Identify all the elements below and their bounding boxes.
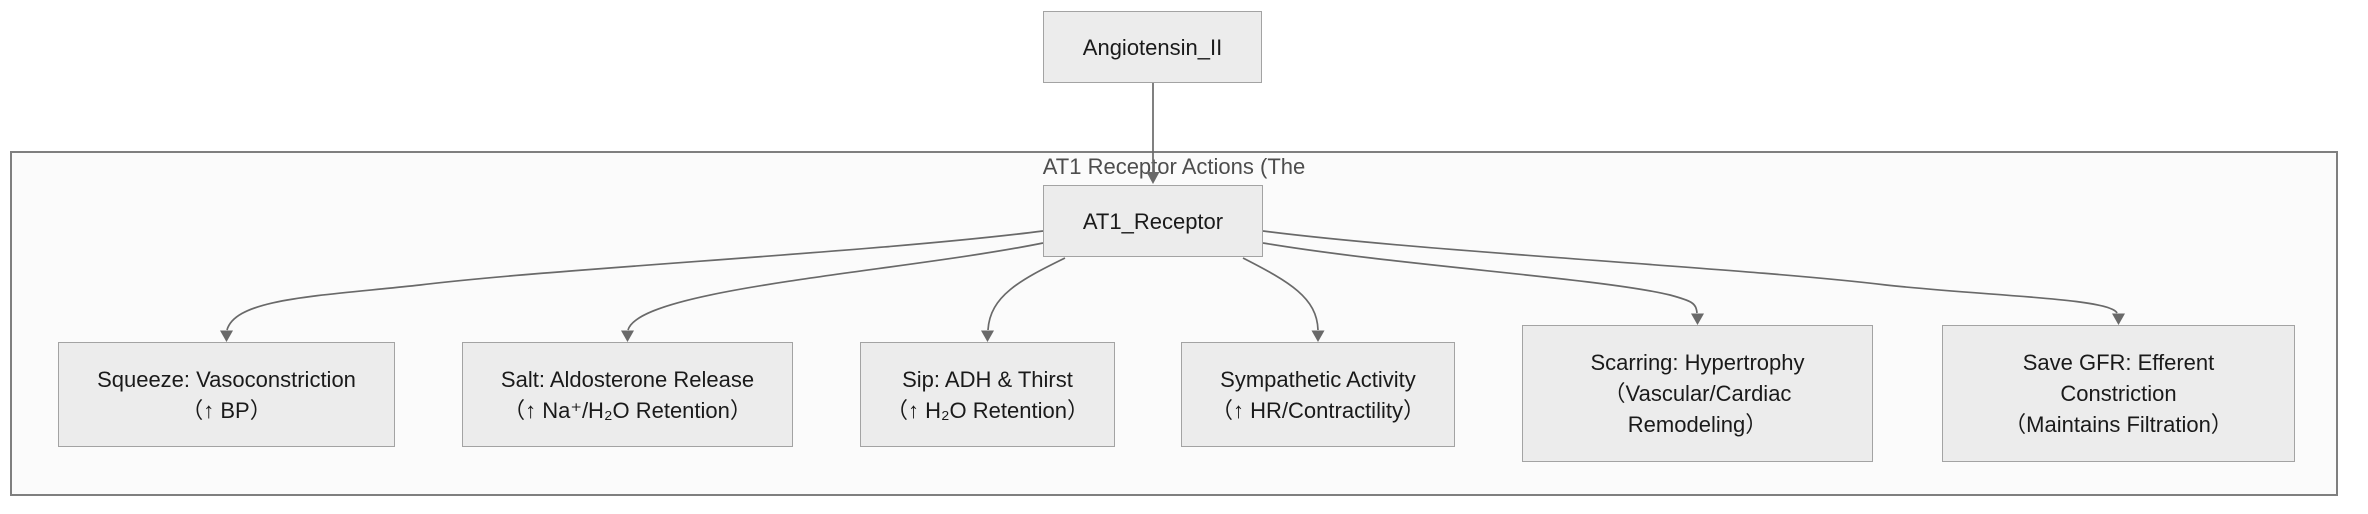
node-salt-aldosterone: Salt: Aldosterone Release （↑ Na⁺/H₂O Ret… [462, 342, 793, 447]
node-label-line: Save GFR: Efferent [2022, 350, 2215, 375]
node-save-gfr-efferent: Save GFR: Efferent Constriction （Maintai… [1942, 325, 2295, 462]
node-label-line: （Maintains Filtration） [2004, 412, 2233, 437]
node-label-line: Salt: Aldosterone Release [500, 366, 755, 392]
node-label-line: Remodeling） [1627, 412, 1768, 437]
node-label-line: Angiotensin_II [1082, 34, 1223, 60]
node-label-line: Sip: ADH & Thirst [902, 366, 1073, 392]
node-angiotensin-ii: Angiotensin_II [1043, 11, 1262, 83]
node-label-line: Scarring: Hypertrophy [1590, 350, 1805, 375]
node-label-line: Constriction [2060, 381, 2177, 406]
node-at1-receptor: AT1_Receptor [1043, 185, 1263, 257]
cluster-label: AT1 Receptor Actions (The [1042, 154, 1306, 179]
node-squeeze-vasoconstriction: Squeeze: Vasoconstriction （↑ BP） [58, 342, 395, 447]
node-label-line: AT1_Receptor [1082, 208, 1224, 234]
node-label-line: Squeeze: Vasoconstriction [97, 366, 356, 392]
node-scarring-hypertrophy: Scarring: Hypertrophy （Vascular/Cardiac … [1522, 325, 1873, 462]
node-label-line: （Vascular/Cardiac [1603, 381, 1792, 406]
node-label-line: （↑ H₂O Retention） [886, 397, 1089, 423]
node-sympathetic-activity: Sympathetic Activity （↑ HR/Contractility… [1181, 342, 1455, 447]
node-label-line: Sympathetic Activity [1220, 366, 1416, 392]
node-label-line: （↑ Na⁺/H₂O Retention） [503, 397, 752, 423]
node-sip-adh-thirst: Sip: ADH & Thirst （↑ H₂O Retention） [860, 342, 1115, 447]
node-label-line: （↑ BP） [181, 397, 272, 423]
node-label-line: （↑ HR/Contractility） [1211, 397, 1425, 423]
